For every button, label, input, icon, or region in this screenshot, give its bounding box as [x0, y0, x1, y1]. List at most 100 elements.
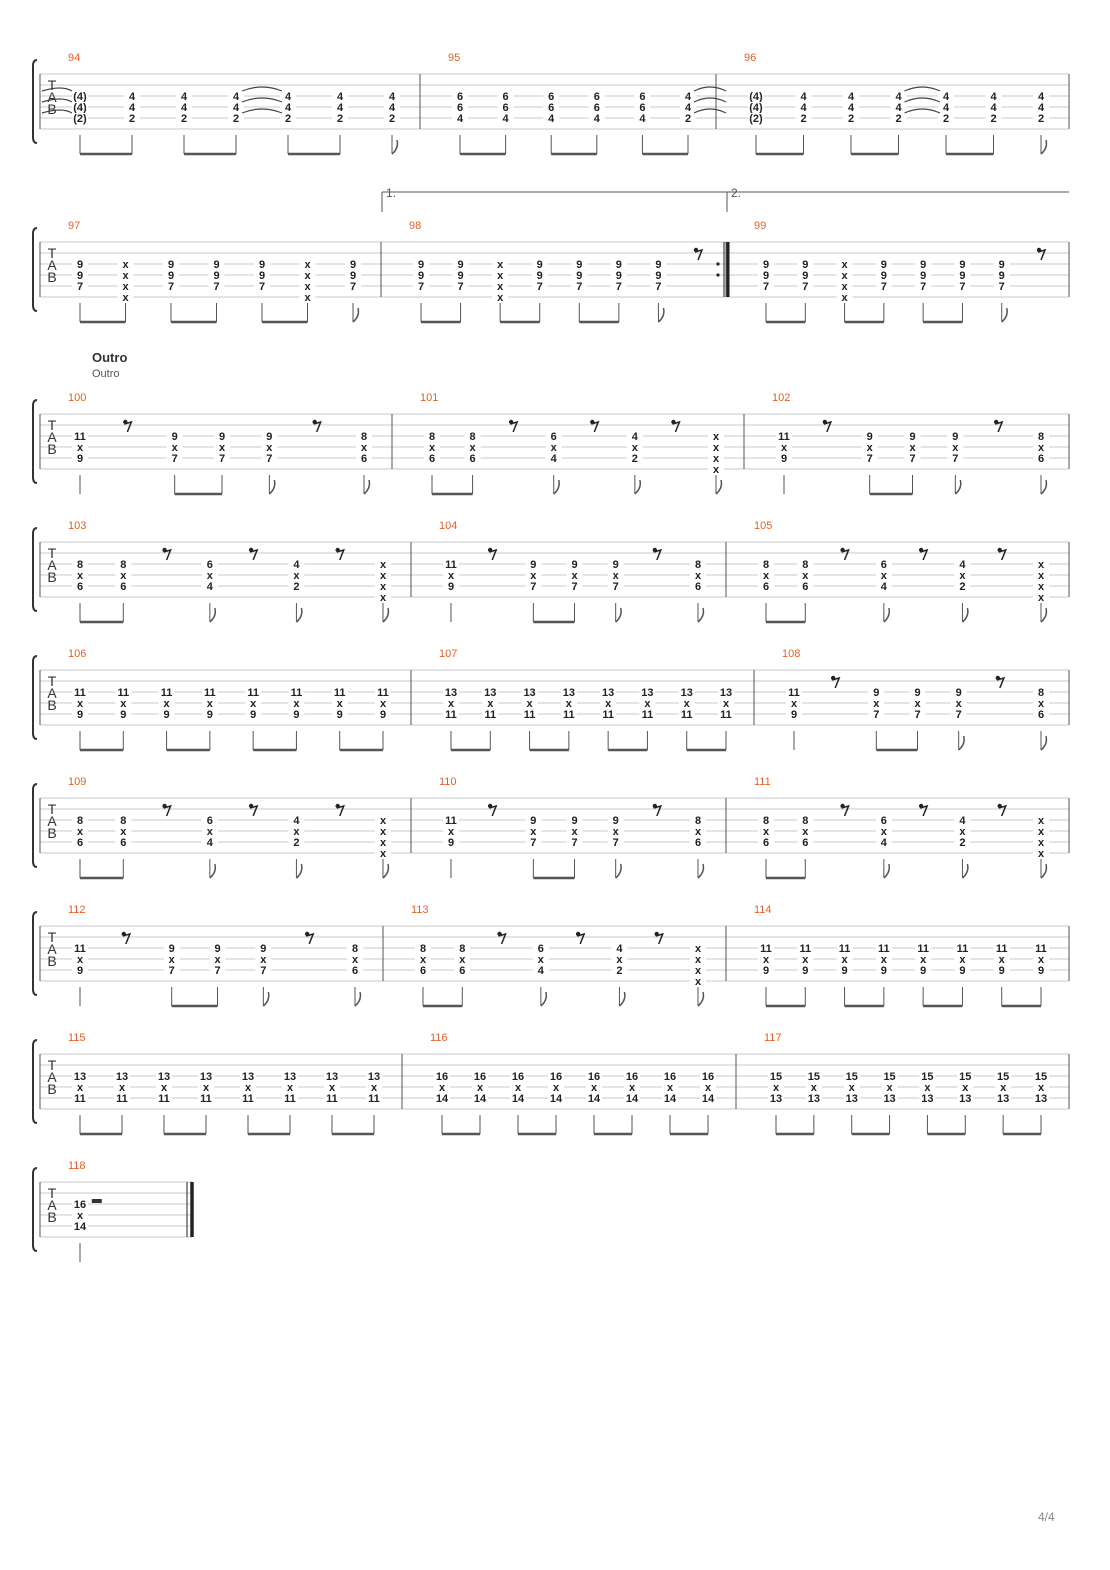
fret-bg [680, 91, 696, 101]
fret-bg [452, 270, 469, 280]
fret-bg [836, 965, 853, 975]
fret-bg [836, 259, 853, 269]
fret-bg [690, 559, 706, 569]
fret-number: 2 [943, 113, 949, 125]
fret-bg [875, 965, 892, 975]
dead-note: x [713, 464, 720, 476]
fret-bg [464, 431, 481, 441]
eighth-rest [590, 419, 600, 433]
fret-bg [324, 1093, 340, 1103]
fret-bg [452, 113, 468, 123]
dead-note: x [1000, 1082, 1007, 1094]
fret-bg [72, 709, 88, 719]
eighth-rest [123, 419, 133, 433]
fret-bg [1033, 815, 1049, 825]
fret-bg [176, 91, 192, 101]
fret-bg [993, 943, 1010, 953]
fret-number: 9 [613, 559, 619, 571]
dead-note: x [380, 848, 387, 860]
fret-bg [115, 709, 132, 719]
system-bracket [32, 527, 38, 612]
rest-stroke [672, 420, 681, 433]
system-bracket [32, 399, 38, 484]
dead-note: x [887, 1082, 894, 1094]
fret-bg [626, 431, 643, 441]
rest-stroke [249, 804, 259, 817]
note-flag [382, 607, 390, 623]
fret-bg [115, 570, 132, 580]
fret-number: 9 [576, 270, 582, 282]
fret-bg [708, 464, 724, 474]
dead-note: x [1038, 826, 1045, 838]
dead-note: x [1038, 848, 1045, 860]
fret-number: 6 [77, 581, 83, 593]
fret-number: 8 [352, 943, 358, 955]
fret-number: 9 [259, 259, 265, 271]
fret-bg [690, 570, 706, 580]
fret-bg [117, 270, 134, 280]
dead-note: x [122, 281, 129, 293]
fret-number: 4 [181, 91, 188, 103]
dead-note: x [873, 698, 880, 710]
fret-bg [443, 698, 459, 708]
fret-bg [758, 954, 774, 964]
fret-number: 13 [681, 687, 693, 699]
dead-note: x [172, 442, 179, 454]
fret-number: 2 [129, 113, 135, 125]
fret-bg [117, 292, 134, 302]
fret-number: 9 [418, 259, 424, 271]
volta-1-label: 1. [386, 186, 396, 200]
measure-number: 106 [68, 648, 86, 660]
fret-number: 13 [770, 1093, 782, 1105]
fret-bg [748, 102, 764, 112]
dead-note: x [695, 826, 702, 838]
fret-number: 9 [763, 259, 769, 271]
fret-number: 11 [74, 431, 86, 443]
tab-clef-letter: A [47, 557, 57, 573]
fret-bg [797, 259, 814, 269]
dead-note: x [1038, 442, 1045, 454]
fret-number: 9 [655, 259, 661, 271]
fret-bg [332, 102, 348, 112]
dead-note: x [632, 442, 639, 454]
fret-number: 9 [77, 270, 83, 282]
fret-number: 11 [799, 943, 811, 955]
dead-note: x [881, 954, 888, 966]
fret-number: 9 [763, 270, 769, 282]
dead-note: x [245, 1082, 252, 1094]
note-flag [363, 479, 371, 495]
fret-number: 8 [470, 431, 476, 443]
fret-bg [875, 281, 892, 291]
fret-bg [875, 559, 892, 569]
fret-number: 4 [1038, 91, 1045, 103]
tab-clef-letter: A [47, 941, 57, 957]
fret-number: 4 [685, 91, 692, 103]
fret-bg [545, 442, 562, 452]
dead-note: x [77, 1210, 84, 1222]
tab-clef-letter: B [47, 101, 56, 117]
rest-stroke [919, 804, 929, 817]
fret-bg [214, 453, 230, 463]
fret-bg [531, 270, 548, 280]
fret-bg [413, 259, 429, 269]
fret-number: 4 [337, 102, 344, 114]
fret-bg [915, 270, 932, 280]
fret-bg [600, 698, 617, 708]
fret-bg [510, 1071, 526, 1081]
tab-clef-letter: B [47, 1209, 56, 1225]
dead-note: x [329, 1082, 336, 1094]
fret-bg [1033, 592, 1049, 602]
rest-stroke [336, 804, 345, 817]
fret-number: 16 [436, 1071, 448, 1083]
fret-number: 2 [293, 837, 299, 849]
fret-number: 4 [685, 102, 692, 114]
fret-number: 11 [247, 687, 259, 699]
fret-number: 11 [445, 559, 457, 571]
fret-number: 11 [760, 943, 772, 955]
fret-bg [201, 709, 218, 719]
dead-note: x [477, 1082, 484, 1094]
fret-bg [993, 965, 1010, 975]
eighth-rest [652, 547, 663, 561]
fret-number: 9 [920, 965, 926, 977]
